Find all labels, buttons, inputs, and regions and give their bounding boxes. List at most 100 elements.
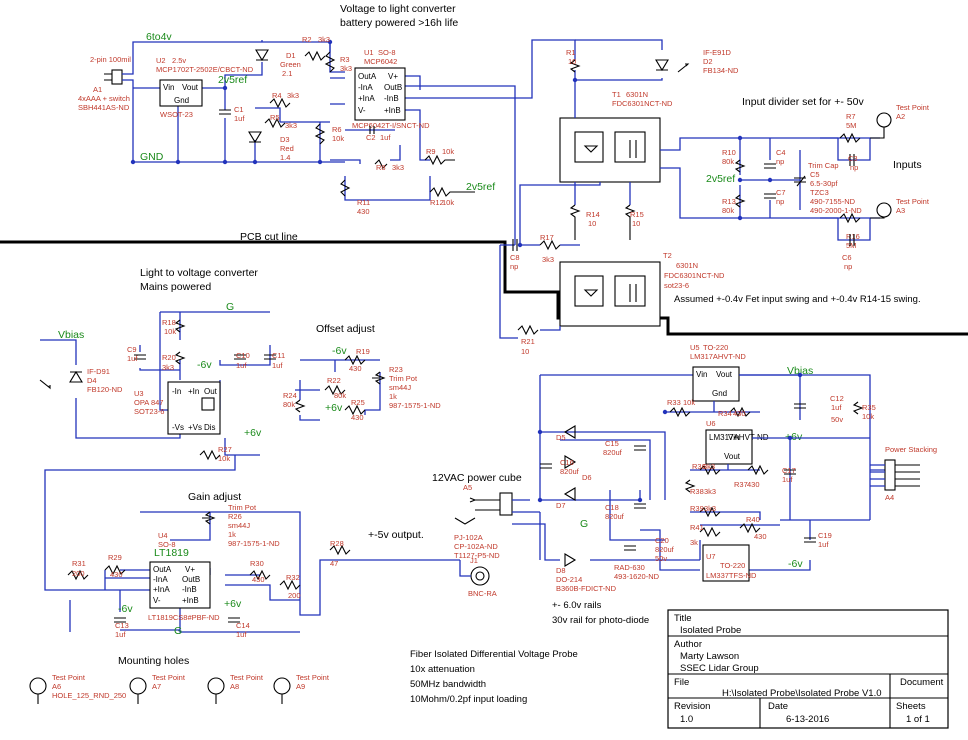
- tb-revision-value: 1.0: [680, 714, 693, 725]
- svg-text:3k3: 3k3: [287, 91, 299, 100]
- svg-text:np: np: [844, 262, 852, 271]
- svg-text:6301N: 6301N: [626, 90, 648, 99]
- u1-opamp: [354, 67, 406, 121]
- svg-text:+InB: +InB: [182, 596, 199, 605]
- svg-text:A7: A7: [152, 682, 161, 691]
- svg-text:C18: C18: [605, 503, 619, 512]
- u4-label-top: LT1819: [154, 547, 189, 559]
- svg-text:OutB: OutB: [182, 575, 200, 584]
- svg-text:OutA: OutA: [153, 565, 172, 574]
- svg-text:80k: 80k: [722, 157, 734, 166]
- svg-text:LM317AHVT-ND: LM317AHVT-ND: [690, 352, 746, 361]
- svg-text:Vin: Vin: [696, 370, 707, 379]
- svg-text:Dis: Dis: [204, 423, 216, 432]
- svg-text:Gnd: Gnd: [174, 96, 189, 105]
- svg-text:R11: R11: [357, 198, 370, 207]
- battery-section: 2-pin 100mil A1 4xAAA + switch SBH441AS-…: [78, 31, 576, 245]
- title-block: Title Isolated Probe Author Marty Lawson…: [667, 609, 949, 729]
- power-stacking-connector[interactable]: [884, 459, 896, 491]
- svg-text:80k: 80k: [283, 400, 295, 409]
- svg-text:C5: C5: [810, 170, 820, 179]
- svg-text:3k3: 3k3: [285, 121, 297, 130]
- svg-text:3k3: 3k3: [392, 163, 404, 172]
- svg-text:R31: R31: [72, 559, 86, 568]
- svg-text:820uf: 820uf: [603, 448, 623, 457]
- svg-text:3k3: 3k3: [704, 487, 716, 496]
- svg-text:Vout: Vout: [716, 370, 733, 379]
- gain-adjust: LT1819 OutA V+ -InA OutB +InA -InB V- +I…: [60, 503, 497, 639]
- net-2v5ref-2: 2v5ref: [466, 181, 495, 193]
- svg-text:C6: C6: [842, 253, 852, 262]
- svg-text:Vout: Vout: [724, 452, 741, 461]
- svg-text:10k: 10k: [683, 398, 695, 407]
- svg-text:U2: U2: [156, 56, 166, 65]
- svg-text:D7: D7: [556, 501, 566, 510]
- net-m6v-1: -6v: [197, 359, 212, 371]
- input-divider: R7 5M C3 np R10 80k C4 np Trim Cap C5 6.…: [706, 103, 930, 271]
- test-point-a6[interactable]: [29, 677, 47, 695]
- svg-text:1.4: 1.4: [280, 153, 290, 162]
- net-m6v-3: -6v: [118, 603, 133, 615]
- svg-text:U4: U4: [158, 531, 168, 540]
- net-p6v-4: +6v: [785, 431, 803, 443]
- svg-text:10k: 10k: [218, 454, 230, 463]
- svg-text:R12: R12: [430, 198, 444, 207]
- tb-date-label: Date: [768, 701, 788, 712]
- svg-text:C17: C17: [782, 466, 796, 475]
- svg-text:V-: V-: [358, 106, 366, 115]
- svg-text:R26: R26: [228, 512, 242, 521]
- svg-text:820uf: 820uf: [560, 467, 580, 476]
- svg-text:2.1: 2.1: [282, 69, 292, 78]
- net-2v5ref-3: 2v5ref: [706, 173, 735, 185]
- test-point-a7[interactable]: [129, 677, 147, 695]
- svg-text:R22: R22: [327, 376, 341, 385]
- svg-text:R34: R34: [718, 409, 732, 418]
- svg-text:FDC6301NCT-ND: FDC6301NCT-ND: [664, 271, 725, 280]
- svg-text:J1: J1: [470, 556, 478, 565]
- svg-text:+InA: +InA: [153, 585, 170, 594]
- svg-text:200: 200: [288, 591, 301, 600]
- svg-text:10k: 10k: [442, 147, 454, 156]
- svg-text:2.5v: 2.5v: [172, 56, 186, 65]
- svg-text:1uf: 1uf: [818, 540, 829, 549]
- test-point-a3[interactable]: [876, 202, 892, 218]
- svg-text:R18: R18: [162, 318, 176, 327]
- svg-text:Red: Red: [280, 144, 294, 153]
- power-jack[interactable]: [499, 492, 513, 516]
- svg-text:Green: Green: [280, 60, 301, 69]
- svg-text:R20: R20: [162, 353, 176, 362]
- svg-text:D2: D2: [703, 57, 713, 66]
- svg-text:Test Point: Test Point: [896, 197, 930, 206]
- svg-text:FB134-ND: FB134-ND: [703, 66, 739, 75]
- svg-text:2-pin 100mil: 2-pin 100mil: [90, 55, 131, 64]
- test-point-a2[interactable]: [876, 112, 892, 128]
- svg-text:SO-8: SO-8: [378, 48, 396, 57]
- svg-text:430: 430: [733, 409, 746, 418]
- svg-text:sm44J: sm44J: [389, 383, 411, 392]
- svg-text:10: 10: [521, 347, 529, 356]
- mounting-holes: Test Point A6 HOLE_125_RND_250 Test Poin…: [29, 673, 330, 704]
- test-point-a8[interactable]: [207, 677, 225, 695]
- svg-text:LM337TFS-ND: LM337TFS-ND: [706, 571, 757, 580]
- bnc-connector[interactable]: [470, 566, 490, 586]
- svg-text:3k: 3k: [690, 538, 698, 547]
- svg-text:SO-8: SO-8: [158, 540, 176, 549]
- svg-text:490-2000-1-ND: 490-2000-1-ND: [810, 206, 862, 215]
- tb-title-value: Isolated Probe: [680, 625, 741, 636]
- svg-text:MCP6042T-I/SNCT-ND: MCP6042T-I/SNCT-ND: [352, 121, 430, 130]
- svg-text:-Vs: -Vs: [172, 423, 184, 432]
- svg-text:C8: C8: [510, 253, 520, 262]
- svg-text:50v: 50v: [831, 415, 843, 424]
- svg-text:R38: R38: [690, 487, 704, 496]
- svg-text:430: 430: [357, 207, 370, 216]
- svg-text:10k: 10k: [164, 327, 176, 336]
- tb-sheets-value: 1 of 1: [906, 714, 930, 725]
- test-point-a9[interactable]: [273, 677, 291, 695]
- svg-text:RAD-630: RAD-630: [614, 563, 645, 572]
- svg-text:A3: A3: [896, 206, 905, 215]
- svg-text:430: 430: [110, 570, 123, 579]
- svg-text:A2: A2: [896, 112, 905, 121]
- svg-text:C16: C16: [560, 458, 574, 467]
- svg-text:820uf: 820uf: [655, 545, 675, 554]
- svg-text:Trim Cap: Trim Cap: [808, 161, 839, 170]
